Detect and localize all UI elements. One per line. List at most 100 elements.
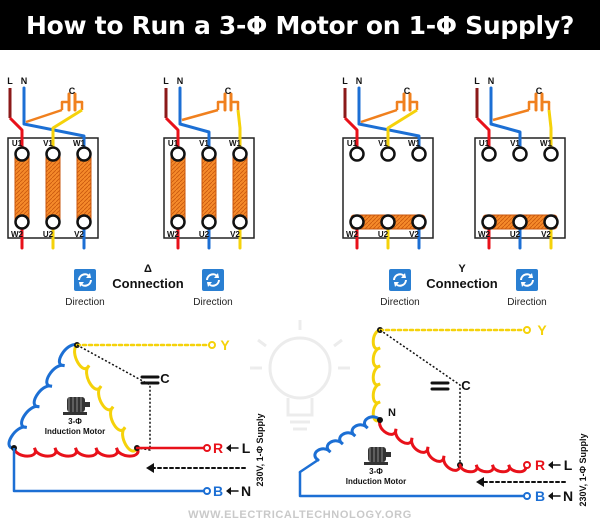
star-symbol: Y <box>458 263 466 275</box>
watermark-text: WWW.ELECTRICALTECHNOLOGY.ORG <box>188 509 412 521</box>
capacitor-symbol <box>534 92 544 112</box>
terminal-post <box>232 146 248 162</box>
terminal-label-top: V1 <box>510 139 520 148</box>
star-capacitor <box>430 381 450 391</box>
terminal-label-bottom: U2 <box>199 230 210 239</box>
terminal-label-top: U1 <box>347 139 358 148</box>
Y-label: Y <box>220 337 230 353</box>
terminal-label-top: V1 <box>43 139 53 148</box>
capacitor-symbol <box>223 92 233 112</box>
terminal-label-bottom: W2 <box>167 230 180 239</box>
rotate-direction-icon <box>389 269 411 291</box>
terminal-label-top: W1 <box>540 139 553 148</box>
terminal-post <box>543 146 559 162</box>
terminal-post <box>380 214 396 230</box>
delta-link <box>45 153 61 223</box>
terminal-label-top: U1 <box>12 139 23 148</box>
N-label: N <box>21 76 28 86</box>
terminal-post <box>512 146 528 162</box>
V1-wire <box>386 108 418 154</box>
star-cap-label: C <box>461 378 471 393</box>
direction-label: Direction <box>507 297 546 308</box>
terminal-post <box>380 146 396 162</box>
V1-wire <box>51 108 83 154</box>
W1-wire <box>547 109 553 154</box>
motor-icon <box>63 397 90 415</box>
terminal-label-top: U1 <box>168 139 179 148</box>
N-label: N <box>241 483 251 499</box>
delta-cap-label: C <box>160 371 170 386</box>
N-label: N <box>177 76 184 86</box>
U1-wire <box>343 116 359 154</box>
cap-label: C <box>69 86 76 96</box>
B-label: B <box>535 488 545 504</box>
star-connection-label: Connection <box>426 276 498 291</box>
terminal-label-bottom: V2 <box>230 230 240 239</box>
delta-link <box>76 153 92 223</box>
N-label: N <box>488 76 495 86</box>
terminal-post <box>14 146 30 162</box>
capacitor-symbol <box>67 92 77 112</box>
direction-label: Direction <box>380 297 419 308</box>
B-line <box>12 448 205 493</box>
title-bar: How to Run a 3-Φ Motor on 1-Φ Supply? <box>0 0 600 50</box>
motor-label-2: Induction Motor <box>45 427 105 436</box>
terminal-label-bottom: W2 <box>11 230 24 239</box>
terminal-label-top: V1 <box>378 139 388 148</box>
W1-wire <box>236 109 242 154</box>
R-label: R <box>535 457 545 473</box>
star-red-coil <box>378 418 462 472</box>
R-label: R <box>213 440 223 456</box>
terminal-post <box>481 146 497 162</box>
terminal-post <box>349 214 365 230</box>
terminal-label-top: W1 <box>229 139 242 148</box>
terminal-label-bottom: U2 <box>43 230 54 239</box>
B-line <box>298 472 525 498</box>
delta-blue-coil <box>7 343 79 450</box>
delta-link <box>14 153 30 223</box>
L-label: L <box>342 76 348 86</box>
bulb-watermark-icon <box>250 320 350 431</box>
terminal-label-top: W1 <box>408 139 421 148</box>
terminal-post <box>512 214 528 230</box>
L-label: L <box>7 76 13 86</box>
terminal-post <box>76 146 92 162</box>
delta-capacitor <box>140 375 160 385</box>
delta-link <box>201 153 217 223</box>
cap-dotted-wire <box>379 329 461 465</box>
star-blue-coil <box>313 415 382 462</box>
terminal-post <box>45 146 61 162</box>
terminal-post <box>543 214 559 230</box>
star-center-N: N <box>388 407 396 419</box>
delta-symbol: Δ <box>144 263 152 275</box>
cap-label: C <box>536 86 543 96</box>
L-label: L <box>474 76 480 86</box>
delta-link <box>170 153 186 223</box>
motor-label-1: 3-Φ <box>68 417 82 426</box>
cap-label: C <box>404 86 411 96</box>
rotate-direction-icon <box>516 269 538 291</box>
direction-label: Direction <box>65 297 104 308</box>
terminal-post <box>170 146 186 162</box>
terminal-post <box>76 214 92 230</box>
motor-label-1: 3-Φ <box>369 467 383 476</box>
U1-wire <box>164 116 180 154</box>
terminal-label-top: W1 <box>73 139 86 148</box>
terminal-post <box>45 214 61 230</box>
delta-link <box>232 153 248 223</box>
terminal-label-bottom: U2 <box>510 230 521 239</box>
terminal-label-bottom: V2 <box>74 230 84 239</box>
delta-connection-label: Connection <box>112 276 184 291</box>
motor-icon <box>364 447 391 465</box>
capacitor-symbol <box>402 92 412 112</box>
cap-label: C <box>225 86 232 96</box>
terminal-label-bottom: W2 <box>478 230 491 239</box>
motor-label-2: Induction Motor <box>346 477 406 486</box>
N-label: N <box>356 76 363 86</box>
delta-supply-label: 230V, 1-Φ Supply <box>255 413 265 486</box>
